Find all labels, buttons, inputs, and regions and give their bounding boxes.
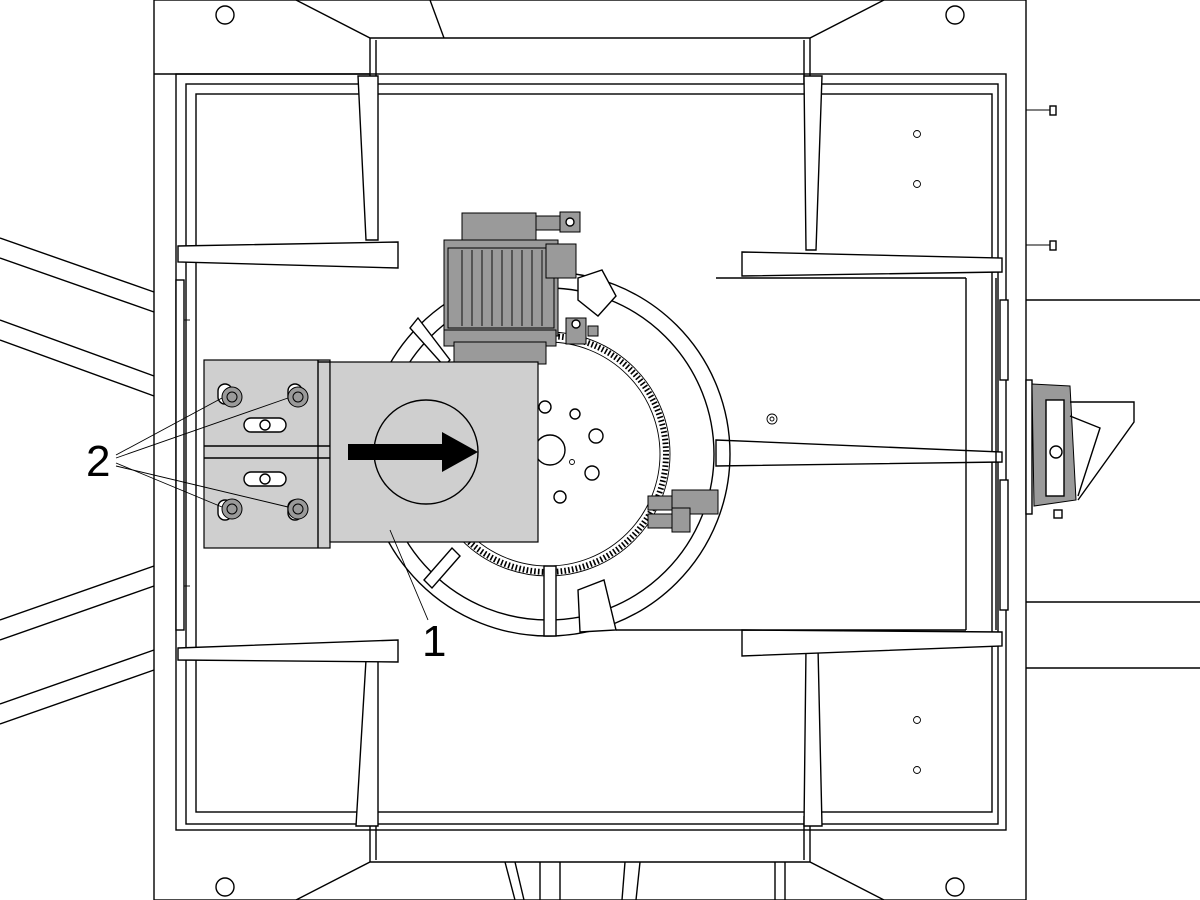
horizontal-wedge-ribs [177,241,1003,663]
direction-arrow [348,432,478,472]
clamp-bolts [221,386,309,520]
left-rail [175,279,190,631]
hydraulic-fittings [647,489,719,533]
frame-holes [215,5,965,897]
left-external-beams [0,237,155,725]
right-clamp-unit [1025,379,1135,519]
motor-assembly [443,211,617,365]
callout-1-label: 1 [422,617,446,666]
vertical-ribs [355,75,823,827]
callout-leaders [115,397,429,621]
callout-2-label: 2 [86,437,110,486]
right-external-structure [1025,105,1200,669]
motor-fins [461,250,543,326]
right-rail [616,277,1009,631]
